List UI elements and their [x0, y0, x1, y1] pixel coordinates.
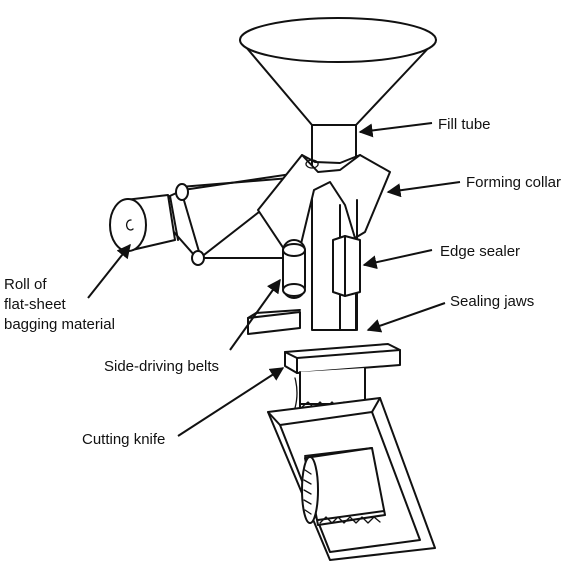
label-roll-line1: Roll of	[4, 276, 47, 293]
falling-bag-seal-hatch	[303, 469, 312, 515]
collar-opening	[305, 159, 319, 169]
label-fill-tube: Fill tube	[438, 116, 491, 133]
falling-bag-top-seal	[304, 447, 373, 457]
label-edge-sealer: Edge sealer	[440, 243, 520, 260]
label-forming-collar: Forming collar	[466, 174, 561, 191]
roll-end	[109, 198, 147, 252]
arrow-cutting-knife	[177, 367, 285, 437]
funnel-cone	[239, 39, 437, 126]
roll-edge	[169, 195, 179, 241]
edge-sealer-block	[332, 235, 361, 297]
collar-top	[301, 154, 361, 164]
idler-roller-bottom	[191, 250, 205, 266]
falling-bag-end	[301, 456, 319, 524]
arrow-fill-tube	[358, 122, 433, 138]
edge-sealer	[332, 235, 361, 297]
sealing-jaws	[284, 343, 401, 374]
arrow-sealing-jaws	[366, 302, 446, 333]
side-driving-belts	[282, 239, 306, 299]
belt-pulley-bottom	[282, 283, 306, 297]
chute-lip-left	[267, 411, 281, 426]
roll-core	[125, 219, 134, 231]
fill-tube	[311, 119, 357, 331]
label-roll-line3: bagging material	[4, 316, 115, 333]
discharge-chute	[267, 397, 436, 561]
idler-roller-top	[175, 183, 189, 201]
left-jaw-block	[247, 311, 301, 335]
sheet-web-drop	[182, 196, 201, 256]
chute-lip-right	[371, 397, 381, 413]
label-roll-line2: flat-sheet	[4, 296, 67, 313]
arrow-forming-collar	[386, 181, 461, 198]
funnel-rim	[239, 17, 437, 63]
bottom-seal-serration	[319, 516, 381, 524]
arrow-roll	[87, 243, 131, 299]
labels: Fill tube Forming collar Edge sealer Sea…	[4, 116, 561, 448]
falling-bag-bottom-seal	[317, 510, 385, 521]
label-cutting-knife: Cutting knife	[82, 431, 165, 448]
arrow-side-driving-belts	[229, 278, 281, 351]
label-sealing-jaws: Sealing jaws	[450, 293, 534, 310]
belt-pulley-top	[282, 243, 306, 257]
bag-roller-left	[294, 377, 298, 409]
arrow-edge-sealer	[362, 249, 433, 270]
leader-arrows	[87, 122, 461, 437]
label-side-driving-belts: Side-driving belts	[104, 358, 219, 375]
